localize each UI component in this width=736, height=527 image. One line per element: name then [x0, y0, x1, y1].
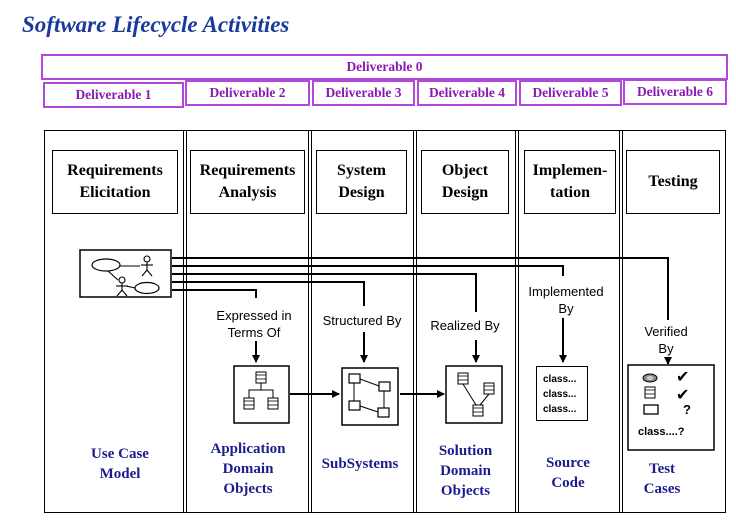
test-class-line: class....? — [638, 426, 685, 438]
column-separator — [619, 131, 623, 512]
use-case-diagram-icon — [79, 249, 172, 298]
column-separator — [308, 131, 312, 512]
column-separator — [413, 131, 417, 512]
phase-object-design: Object Design — [421, 150, 509, 214]
test-cases-label: Test Cases — [643, 461, 681, 497]
solution-domain-objects-label: Solution Domain Objects — [438, 443, 493, 499]
column-separator — [183, 131, 187, 512]
deliverable-0: Deliverable 0 — [41, 54, 728, 80]
diagram-frame — [44, 130, 726, 513]
question-mark: ? — [683, 402, 691, 417]
deliverable-3: Deliverable 3 — [312, 80, 415, 106]
phase-implementation: Implemen- tation — [524, 150, 616, 214]
deliverable-6: Deliverable 6 — [623, 79, 727, 105]
page-title: Software Lifecycle Activities — [22, 12, 290, 37]
realized-label: Realized By — [420, 317, 510, 334]
subsystems-icon — [341, 367, 399, 426]
phase-testing: Testing — [626, 150, 720, 214]
phase-requirements-analysis: Requirements Analysis — [190, 150, 305, 214]
phase-requirements-elicitation: Requirements Elicitation — [52, 150, 178, 214]
phase-system-design: System Design — [316, 150, 407, 214]
test-cases-icon — [627, 364, 715, 451]
check-icon: ✔ — [676, 367, 690, 386]
check-icon: ✔ — [676, 385, 690, 404]
deliverable-4: Deliverable 4 — [417, 80, 517, 106]
structured-label: Structured By — [314, 312, 410, 329]
application-domain-objects-label: Application Domain Objects — [210, 441, 286, 497]
column-separator — [515, 131, 519, 512]
verified-label: Verified By — [630, 323, 702, 357]
source-code-label: Source Code — [546, 455, 590, 491]
code-line: class... — [543, 404, 577, 415]
code-line: class... — [543, 374, 577, 385]
code-line: class... — [543, 389, 577, 400]
source-code-icon: class... class... class... — [536, 366, 588, 421]
expressed-label: Expressed in Terms Of — [200, 307, 308, 341]
subsystems-label: SubSystems — [321, 456, 399, 472]
deliverable-5: Deliverable 5 — [519, 80, 622, 106]
deliverable-1: Deliverable 1 — [43, 82, 184, 108]
deliverable-2: Deliverable 2 — [185, 80, 310, 106]
use-case-model-label: Use Case Model — [91, 446, 149, 482]
solution-objects-icon — [445, 365, 503, 424]
application-objects-icon — [233, 365, 290, 424]
implemented-label: Implemented By — [520, 283, 612, 317]
